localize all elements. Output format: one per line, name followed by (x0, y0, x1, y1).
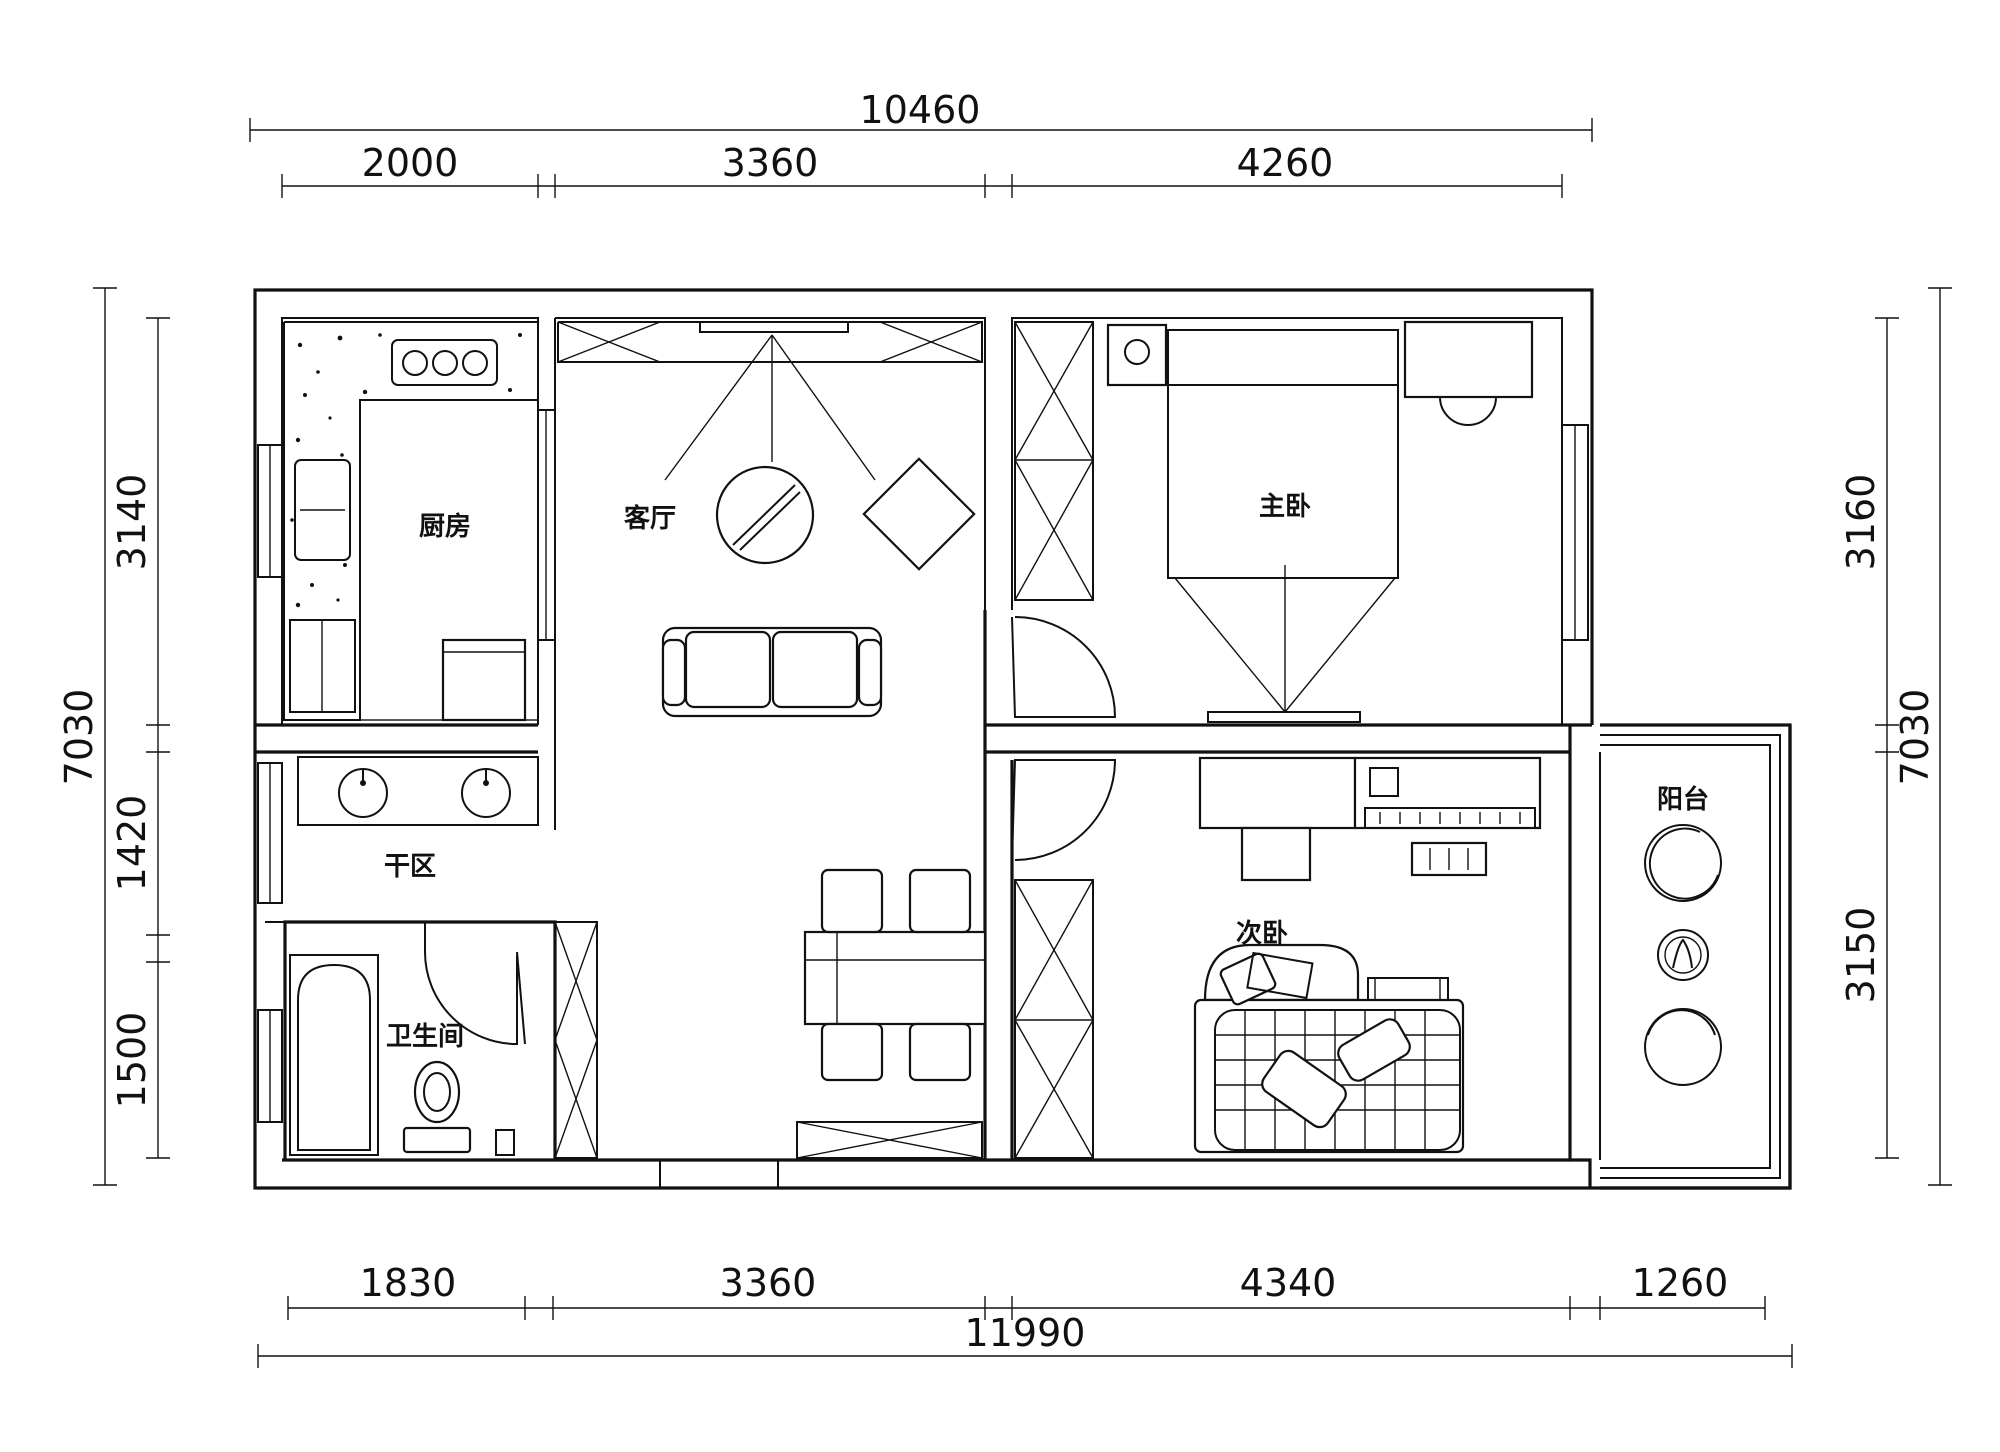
label-dry-area: 干区 (384, 852, 436, 882)
dim-bottom-segment-4: 1260 (1632, 1261, 1729, 1305)
dim-left-segment-3: 1500 (110, 1012, 154, 1109)
second-bedroom-furniture (1011, 756, 1542, 1159)
dim-bottom-segment-2: 3360 (720, 1261, 817, 1305)
bottom-dimension-lines (257, 1296, 1793, 1368)
left-dimension-lines (93, 287, 170, 1186)
living-room-furniture (554, 321, 987, 1159)
dim-top-total: 10460 (860, 88, 981, 132)
dim-bottom-segment-1: 1830 (360, 1261, 457, 1305)
right-dimension-lines (1875, 287, 1952, 1186)
label-living-room: 客厅 (624, 503, 676, 534)
dim-bottom-segment-3: 4340 (1240, 1261, 1337, 1305)
top-dimension-lines (249, 118, 1593, 198)
label-second-bedroom: 次卧 (1236, 919, 1288, 949)
dim-top-segment-1: 2000 (362, 141, 459, 185)
label-master-bedroom: 主卧 (1259, 492, 1311, 522)
dim-top-segment-3: 4260 (1237, 141, 1334, 185)
dim-right-total: 7030 (1893, 689, 1937, 786)
master-bedroom-furniture (1011, 320, 1534, 723)
dim-top-segment-2: 3360 (722, 141, 819, 185)
label-kitchen: 厨房 (419, 512, 471, 542)
kitchen-counters (283, 321, 539, 722)
label-balcony: 阳台 (1657, 784, 1709, 815)
dim-left-segment-1: 3140 (110, 474, 154, 571)
bathroom-fixtures (289, 922, 526, 1156)
walls (253, 288, 1792, 1190)
dim-left-total: 7030 (57, 689, 101, 786)
dim-right-segment-1: 3160 (1839, 474, 1883, 571)
balcony-structure (1599, 723, 1792, 1190)
dim-bottom-total: 11990 (965, 1311, 1086, 1355)
dim-left-segment-2: 1420 (110, 795, 154, 892)
dry-area-fixtures (338, 768, 511, 818)
dim-right-segment-2: 3150 (1839, 907, 1883, 1004)
label-bathroom: 卫生间 (386, 1022, 464, 1052)
